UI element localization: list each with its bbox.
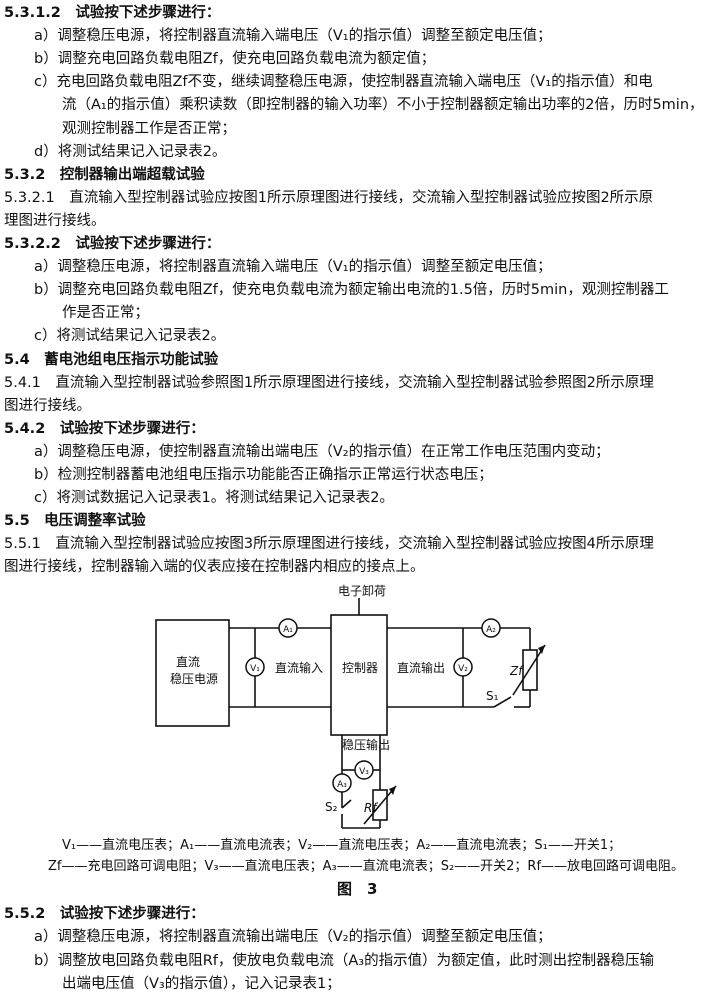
a3-label: A₃: [337, 780, 347, 790]
a2-label: A₂: [486, 625, 496, 635]
paragraph-line: c）充电回路负载电阻Zf不变，继续调整稳压电源，使控制器直流输入端电压（V₁的指…: [34, 74, 653, 91]
paragraph-line: 5.5.1 直流输入型控制器试验应按图3所示原理图进行接线，交流输入型控制器试验…: [4, 536, 654, 553]
v1-label: V₁: [250, 664, 260, 674]
ammeter-a1: [278, 618, 298, 638]
zf-label: Zf: [509, 664, 524, 678]
controller-box: [330, 614, 388, 736]
voltmeter-v1: [245, 657, 265, 677]
ammeter-a2: [481, 618, 501, 638]
paragraph-line: 理图进行接线。: [4, 212, 106, 229]
dc-output-label: 直流输出: [397, 660, 445, 675]
section-heading: 5.5 电压调整率试验: [4, 513, 146, 530]
voltmeter-v2: [453, 657, 473, 677]
voltmeter-v3: [354, 760, 374, 780]
paragraph-line: b）检测控制器蓄电池组电压指示功能能否正确指示正常运行状态电压；: [34, 467, 493, 483]
v2-label: V₂: [458, 664, 468, 674]
paragraph-line: 5.3.2.1 直流输入型控制器试验应按图1所示原理图进行接线，交流输入型控制器…: [4, 189, 654, 206]
section-heading: 5.3.2 控制器输出端超载试验: [4, 166, 205, 183]
s2-label: S₂: [325, 800, 338, 814]
v3-label: V₃: [359, 767, 369, 777]
paragraph-line: 图进行接线，控制器输入端的仪表应接在控制器内相应的接点上。: [4, 559, 425, 576]
figure-caption-line-2: Zf——充电回路可调电阻；V₃——直流电压表；A₃——直流电流表；S₂——开关2…: [48, 859, 685, 874]
paragraph-line: c）将测试结果记入记录表2。: [34, 328, 226, 345]
dc-power-supply-box: [155, 619, 230, 727]
paragraph-line: 流（A₁的指示值）乘积读数（即控制器的输入功率）不小于控制器额定输出功率的2倍，…: [62, 97, 704, 114]
section-heading: 5.5.2 试验按下述步骤进行：: [4, 906, 205, 922]
ammeter-a3: [332, 773, 352, 793]
section-heading: 5.4.2 试验按下述步骤进行：: [4, 420, 205, 437]
paragraph-line: 作是否正常；: [62, 305, 149, 322]
paragraph-line: a）调整稳压电源，将控制器直流输入端电压（V₁的指示值）调整至额定电压值；: [34, 28, 552, 45]
stab-output-label: 稳压输出: [342, 737, 390, 752]
paragraph-line: 出端电压值（V₃的指示值），记入记录表1；: [62, 975, 341, 992]
power-supply-label-1: 直流: [176, 655, 200, 669]
paragraph-line: 观测控制器工作是否正常；: [62, 120, 236, 137]
paragraph-line: c）将测试数据记入记录表1。将测试结果记入记录表2。: [34, 490, 394, 507]
rf-label: Rf: [364, 801, 378, 815]
paragraph-line: 图进行接线。: [4, 397, 91, 414]
paragraph-line: b）调整充电回路负载电阻Zf，使充电回路负载电流为额定值；: [34, 51, 436, 68]
e-load-label: 电子卸荷: [338, 583, 386, 598]
paragraph-line: 5.4.1 直流输入型控制器试验参照图1所示原理图进行接线，交流输入型控制器试验…: [4, 374, 654, 391]
section-heading: 5.3.2.2 试验按下述步骤进行：: [4, 236, 221, 252]
dc-input-label: 直流输入: [275, 660, 323, 675]
paragraph-line: a）调整稳压电源，将控制器直流输入端电压（V₁的指示值）调整至额定电压值；: [34, 259, 552, 276]
figure-title: 图 3: [337, 880, 378, 898]
paragraph-line: d）将测试结果记入记录表2。: [34, 143, 227, 160]
paragraph-line: b）调整充电回路负载电阻Zf，使充电负载电流为额定输出电流的1.5倍，历时5mi…: [34, 282, 669, 299]
section-heading: 5.4 蓄电池组电压指示功能试验: [4, 351, 219, 368]
section-heading: 5.3.1.2 试验按下述步骤进行：: [4, 5, 221, 21]
figure-caption-line-1: V₁——直流电压表；A₁——直流电流表；V₂——直流电压表；A₂——直流电流表；…: [62, 838, 622, 853]
controller-label: 控制器: [342, 661, 378, 675]
s1-label: S₁: [486, 689, 499, 703]
a1-label: A₁: [283, 625, 293, 635]
paragraph-line: a）调整稳压电源，将控制器直流输出端电压（V₂的指示值）调整至额定电压值；: [34, 929, 552, 946]
paragraph-line: b）调整放电回路负载电阻Rf，使放电负载电流（A₃的指示值）为额定值，此时测出控…: [34, 952, 655, 969]
paragraph-line: a）调整稳压电源，使控制器直流输出端电压（V₂的指示值）在正常工作电压范围内变动…: [34, 443, 610, 460]
power-supply-label-2: 稳压电源: [170, 671, 218, 686]
circuit-diagram-figure-3: A₁ V₁ A₂ V₂ V₃ A₃ 直流 稳压电源 控制器 直流输入 直流输出 …: [155, 583, 546, 829]
